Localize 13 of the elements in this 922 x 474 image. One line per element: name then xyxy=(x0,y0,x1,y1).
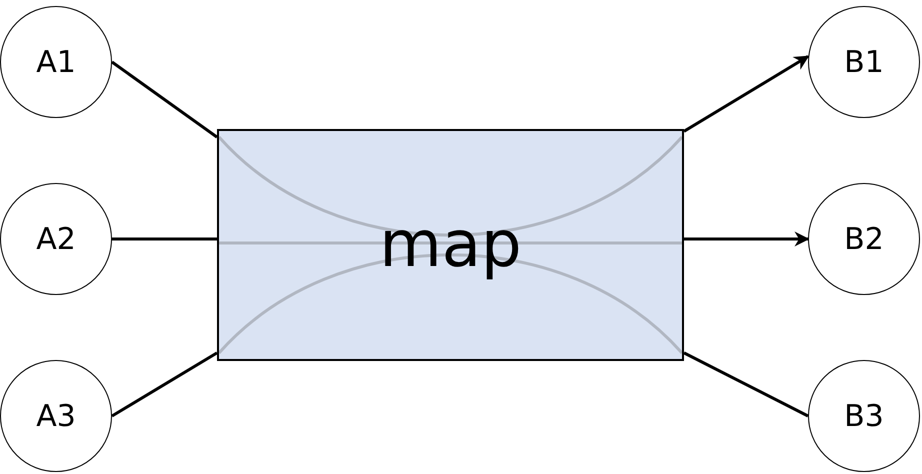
arrow xyxy=(684,232,810,246)
connector-line xyxy=(683,352,809,418)
node-label: map xyxy=(379,208,522,282)
node-label: B3 xyxy=(844,398,884,434)
node-label: A1 xyxy=(36,44,76,80)
node-label: A2 xyxy=(36,222,76,256)
connector-line xyxy=(111,352,218,418)
arrow xyxy=(683,55,810,133)
node-label: B1 xyxy=(844,44,884,80)
connector-line xyxy=(112,237,217,240)
node-label: A3 xyxy=(36,398,76,434)
connector-line xyxy=(111,60,218,138)
node-label: B2 xyxy=(844,222,884,256)
